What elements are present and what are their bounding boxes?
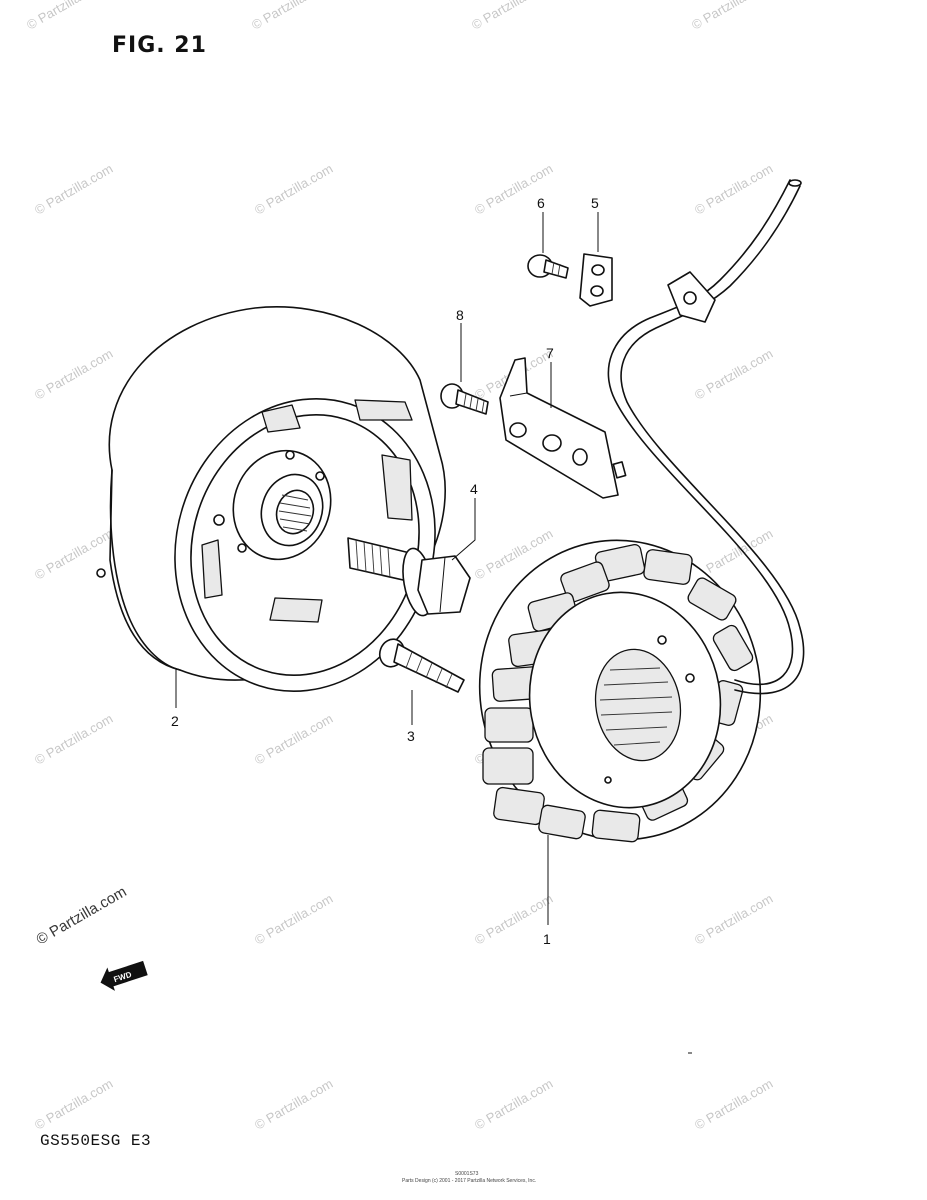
watermark: © Partzilla.com bbox=[469, 0, 552, 33]
stator-wire-harness bbox=[607, 179, 805, 695]
callout-4: 4 bbox=[470, 481, 478, 497]
callout-3: 3 bbox=[407, 728, 415, 744]
stator-part bbox=[478, 539, 762, 843]
callout-1: 1 bbox=[543, 931, 551, 947]
watermark: © Partzilla.com bbox=[252, 1076, 335, 1133]
watermark: © Partzilla.com bbox=[32, 526, 115, 583]
watermark: © Partzilla.com bbox=[24, 0, 107, 33]
stator-bore-hatch bbox=[599, 667, 673, 746]
watermark: © Partzilla.com bbox=[32, 346, 115, 403]
wire-clamp-part bbox=[579, 253, 613, 307]
watermark: © Partzilla.com bbox=[32, 711, 115, 768]
watermark: © Partzilla.com bbox=[252, 891, 335, 948]
leader-lines bbox=[175, 212, 599, 925]
watermark: © Partzilla.com bbox=[32, 1076, 115, 1133]
callout-2: 2 bbox=[171, 713, 179, 729]
footer-id: S0001S73 bbox=[455, 1171, 479, 1177]
watermark: © Partzilla.com bbox=[249, 0, 332, 33]
hub-thread-lines bbox=[278, 494, 312, 532]
callout-8: 8 bbox=[456, 307, 464, 323]
watermark: © Partzilla.com bbox=[692, 346, 775, 403]
watermark: © Partzilla.com bbox=[34, 883, 130, 948]
watermark: © Partzilla.com bbox=[472, 1076, 555, 1133]
stator-screw-part bbox=[378, 638, 465, 693]
watermark: © Partzilla.com bbox=[252, 711, 335, 768]
rotor-bolt-part bbox=[347, 537, 471, 617]
flywheel-rotor-part bbox=[96, 306, 446, 693]
watermark: © Partzilla.com bbox=[692, 161, 775, 218]
watermark: © Partzilla.com bbox=[32, 161, 115, 218]
callout-6: 6 bbox=[537, 195, 545, 211]
screw-part-8 bbox=[440, 383, 489, 415]
callout-5: 5 bbox=[591, 195, 599, 211]
watermark: © Partzilla.com bbox=[692, 891, 775, 948]
bracket-plate-part bbox=[499, 357, 627, 499]
callout-labels: 1 2 3 4 5 6 7 8 bbox=[171, 195, 599, 947]
figure-title: FIG. 21 bbox=[112, 33, 207, 58]
forward-direction-badge: FWD bbox=[100, 960, 148, 991]
model-code: GS550ESG E3 bbox=[40, 1132, 152, 1150]
watermark: © Partzilla.com bbox=[689, 0, 772, 33]
watermark: © Partzilla.com bbox=[692, 1076, 775, 1133]
watermark: © Partzilla.com bbox=[252, 161, 335, 218]
footer-copyright: Parts Design (c) 2001 - 2017 Partzilla N… bbox=[402, 1178, 537, 1184]
callout-7: 7 bbox=[546, 345, 554, 361]
screw-part-6 bbox=[527, 254, 569, 279]
